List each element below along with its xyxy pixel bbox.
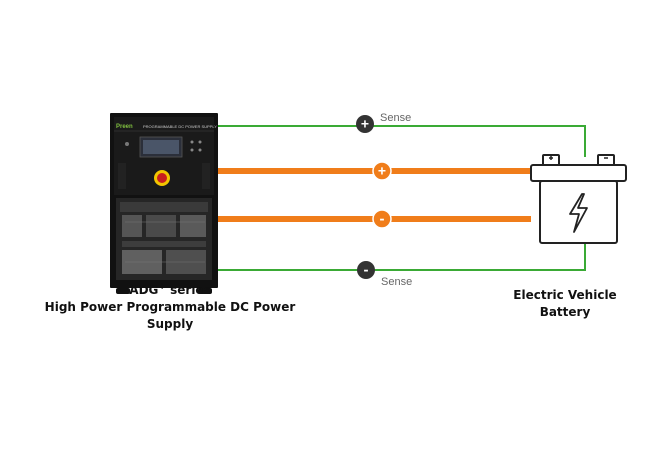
battery-label-line1: Electric Vehicle [513,288,617,302]
battery-label-line2: Battery [539,305,591,319]
power-supply-caption: ADG+ series High Power Programmable DC P… [20,279,320,333]
power-supply-description: High Power Programmable DC Power Supply [44,300,296,331]
sense-positive-label: Sense [380,112,411,124]
series-title: ADG+ series [129,282,211,297]
sense-negative-label: Sense [381,276,412,288]
power-positive-symbol: + [378,163,386,179]
panel-label: PROGRAMMABLE DC POWER SUPPLY [143,124,217,129]
series-superscript: + [158,282,166,292]
sense-negative-badge: - [357,261,375,279]
sense-positive-wire [217,125,586,157]
sense-negative-symbol: - [364,262,369,279]
sense-negative-wire [217,242,586,271]
power-negative-symbol: - [380,211,385,228]
power-positive-badge: + [372,161,392,181]
power-supply-cabinet: Preen PROGRAMMABLE DC POWER SUPPLY [110,113,218,294]
sense-positive-symbol: + [361,116,369,132]
brand-logo: Preen [116,124,133,130]
series-suffix: series [165,283,211,297]
battery-lightning-icon [530,154,627,244]
emergency-stop-icon [154,170,170,186]
power-negative-badge: - [372,209,392,229]
battery-caption: Electric Vehicle Battery [500,287,630,321]
sense-positive-badge: + [356,115,374,133]
